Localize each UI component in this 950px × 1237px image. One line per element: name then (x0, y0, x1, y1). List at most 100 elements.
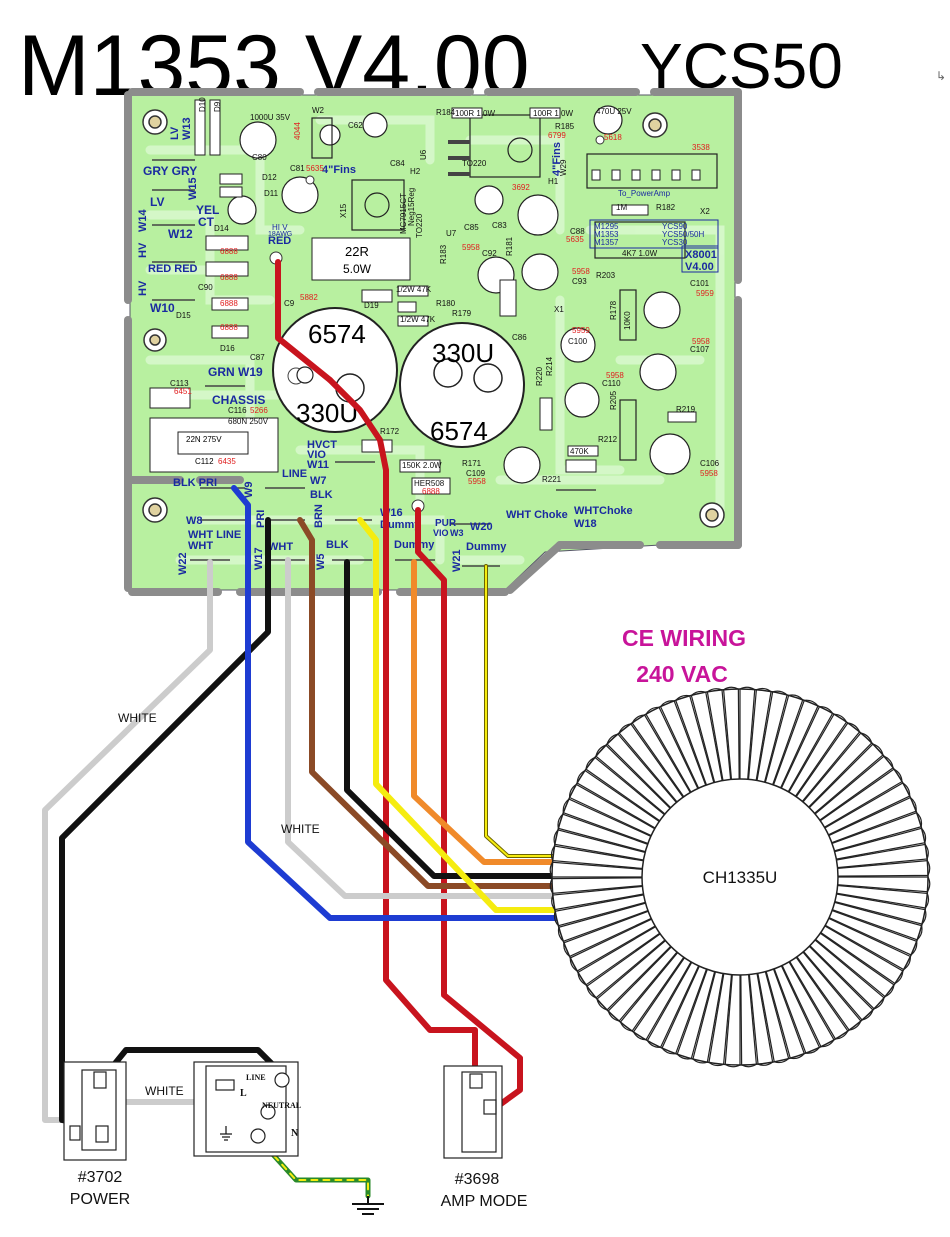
svg-text:X2: X2 (700, 207, 710, 216)
iec-power-socket: LINE NEUTRAL L N (193, 1061, 301, 1157)
filter-capacitor-left: 6574 330U (272, 307, 398, 433)
winding-turn (836, 843, 929, 869)
svg-text:H1: H1 (548, 177, 559, 186)
winding-turn (557, 813, 648, 853)
svg-text:D15: D15 (176, 311, 191, 320)
wire-orange (411, 559, 569, 865)
svg-text:C92: C92 (482, 249, 497, 258)
corner-mark: ↳ (936, 69, 946, 83)
svg-text:X8001: X8001 (685, 249, 717, 261)
svg-text:CHASSIS: CHASSIS (212, 393, 265, 407)
svg-text:C110: C110 (602, 379, 621, 388)
wire-black-left (59, 517, 271, 1131)
svg-text:D9: D9 (213, 101, 222, 112)
svg-text:BLK PRI: BLK PRI (173, 477, 217, 489)
power-switch-connector (63, 1061, 127, 1161)
svg-text:W18: W18 (574, 518, 597, 530)
svg-text:W5: W5 (315, 554, 327, 571)
svg-text:R178: R178 (609, 300, 618, 320)
winding-turn (692, 971, 724, 1064)
svg-text:BRN: BRN (313, 504, 325, 528)
svg-text:5958: 5958 (572, 267, 590, 276)
winding-turn (607, 946, 678, 1022)
svg-text:Dummy: Dummy (394, 539, 435, 551)
winding-turn (549, 877, 643, 895)
svg-text:C101: C101 (690, 279, 710, 288)
winding-turn (596, 940, 672, 1011)
svg-text:C85: C85 (464, 223, 479, 232)
winding-turn (836, 884, 930, 909)
winding-turn (757, 971, 790, 1064)
winding-turn (659, 700, 707, 789)
winding-turn (789, 956, 849, 1040)
wire-red-1 (327, 377, 478, 1081)
svg-text:W14: W14 (137, 209, 149, 233)
svg-text:LV: LV (169, 126, 181, 140)
winding-turn (549, 861, 643, 878)
wire-white-left (42, 559, 213, 1123)
svg-text:D12: D12 (262, 173, 277, 182)
svg-text:W17: W17 (253, 547, 265, 570)
svg-text:C107: C107 (690, 345, 710, 354)
svg-text:TO220: TO220 (462, 159, 487, 168)
socket-n-label: N (291, 1128, 299, 1139)
svg-text:C9: C9 (284, 299, 295, 308)
winding-turn (828, 796, 917, 844)
component-refs: 1000U 35V C80 R184 100R 1.0W 100R 1.0W R… (170, 97, 720, 488)
svg-text:X1: X1 (554, 305, 564, 314)
winding-turn (837, 876, 931, 893)
svg-text:MC7915CT: MC7915CT (399, 193, 408, 234)
winding-turn (772, 699, 819, 789)
svg-text:HI V: HI V (272, 223, 288, 232)
svg-text:6888: 6888 (220, 323, 238, 332)
svg-text:5958: 5958 (606, 371, 624, 380)
svg-text:C83: C83 (492, 221, 507, 230)
svg-text:5882: 5882 (300, 293, 318, 302)
svg-text:5635: 5635 (306, 164, 324, 173)
svg-text:PRI: PRI (255, 510, 267, 528)
winding-turn (553, 894, 646, 927)
svg-text:LV: LV (150, 195, 164, 209)
svg-text:C100: C100 (568, 337, 588, 346)
cap-label: 6574 (430, 416, 488, 446)
svg-text:3538: 3538 (692, 143, 710, 152)
power-resistor: 22R 5.0W (311, 237, 411, 281)
svg-text:1M: 1M (616, 203, 627, 212)
svg-text:C80: C80 (252, 153, 267, 162)
svg-text:YCS30: YCS30 (662, 238, 688, 247)
svg-text:PUR: PUR (435, 518, 457, 529)
winding-turn (764, 694, 804, 785)
svg-text:6888: 6888 (220, 247, 238, 256)
wire-red-board (275, 259, 333, 383)
version-box (681, 245, 719, 273)
socket-line-label: LINE (246, 1073, 266, 1082)
svg-text:Dummy: Dummy (380, 519, 421, 531)
svg-text:X15: X15 (339, 203, 348, 218)
ground-symbol-icon (352, 1196, 384, 1215)
winding-turn (795, 722, 861, 802)
svg-text:18AWG: 18AWG (268, 231, 292, 238)
svg-text:W7: W7 (310, 475, 327, 487)
winding-turn (676, 969, 716, 1060)
svg-text:WHTChoke: WHTChoke (574, 505, 633, 517)
winding-turn (606, 733, 677, 809)
pcb-board: 6574 330U 330U 6574 22R 5.0W 22N 275V C1… (124, 88, 742, 596)
svg-text:6799: 6799 (548, 131, 566, 140)
svg-text:WHT: WHT (268, 541, 293, 553)
winding-turn (831, 812, 923, 852)
wiring-title: CE WIRING (622, 625, 746, 651)
winding-turn (569, 918, 656, 972)
wire-red-2 (415, 507, 523, 1109)
svg-text:HVCT: HVCT (307, 439, 337, 451)
regulator-blocks (311, 114, 718, 461)
winding-turn (577, 926, 661, 986)
mounting-holes (142, 109, 725, 528)
wiring-voltage: 240 VAC (636, 661, 728, 687)
amp-connector-number: #3698 (455, 1171, 500, 1188)
svg-text:4044: 4044 (293, 122, 302, 140)
wire-label-white-left: WHITE (118, 711, 157, 725)
svg-text:W10: W10 (150, 301, 175, 315)
power-connector-number: #3702 (78, 1169, 123, 1186)
winding-turn (557, 902, 649, 942)
